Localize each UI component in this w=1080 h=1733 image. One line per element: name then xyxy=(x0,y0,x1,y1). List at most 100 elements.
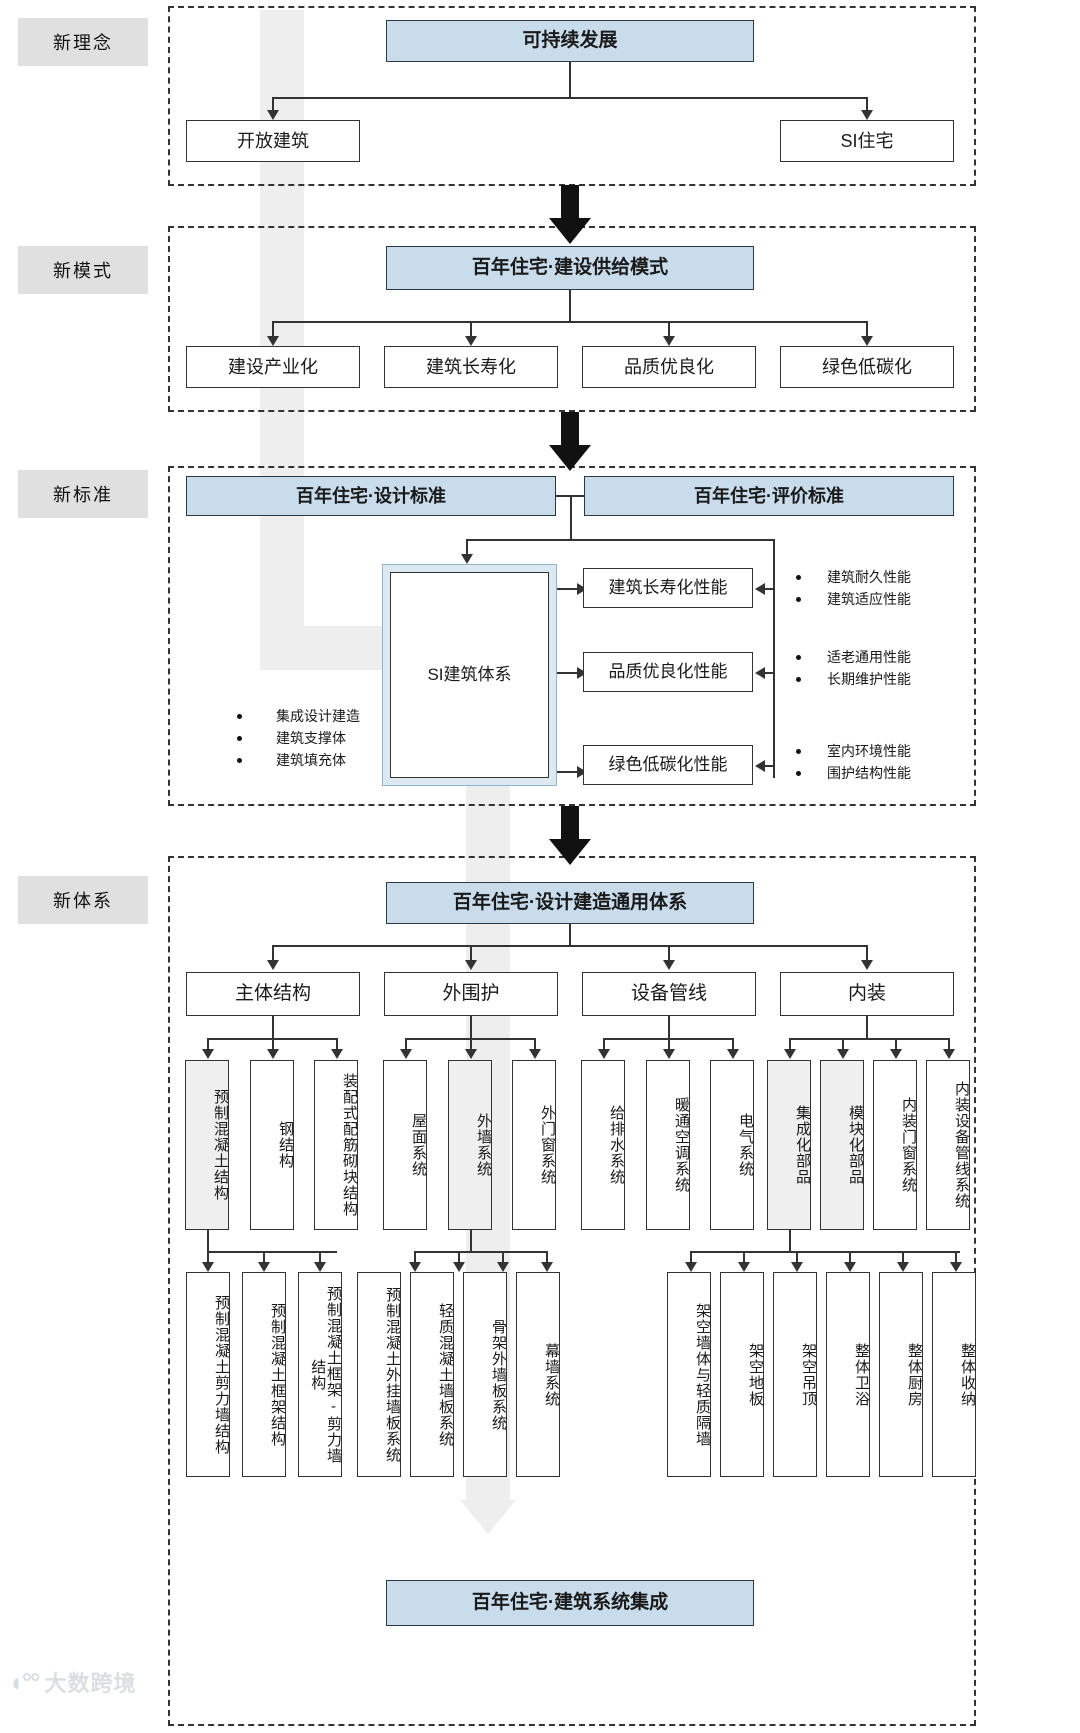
connector-si-to-p2 xyxy=(557,672,579,674)
connector-g4-d1 xyxy=(789,1038,791,1052)
node-hvac-system[interactable]: 暖通空调系统 xyxy=(646,1060,690,1230)
node-exterior-wall-system[interactable]: 外墙系统 xyxy=(448,1060,492,1230)
node-steel-structure[interactable]: 钢结构 xyxy=(250,1060,294,1230)
stage-label-1-text: 新理念 xyxy=(53,33,113,53)
connector-l3-g2-d3 xyxy=(502,1251,504,1265)
node-precast-reinforced-block-structure[interactable]: 装配式配筋砌块结构 xyxy=(314,1060,358,1230)
node-label: 整体收纳 xyxy=(959,1342,976,1407)
node-green-low-carbon[interactable]: 绿色低碳化 xyxy=(780,346,954,388)
node-roof-system[interactable]: 屋面系统 xyxy=(383,1060,427,1230)
node-interior-door-window-system[interactable]: 内装门窗系统 xyxy=(873,1060,917,1230)
node-electrical-system[interactable]: 电气系统 xyxy=(710,1060,754,1230)
connector-l3-g4-bus xyxy=(690,1251,960,1253)
arrowhead-g2-2 xyxy=(465,1049,477,1059)
connector-l3-g1-d2 xyxy=(263,1251,265,1265)
node-precast-frame-shear-wall-structure[interactable]: 预制混凝土框架-剪力墙结构 xyxy=(298,1272,342,1477)
node-si-building-system-inner: SI建筑体系 xyxy=(390,572,549,778)
node-integrated-bathroom[interactable]: 整体卫浴 xyxy=(826,1272,870,1477)
node-precast-concrete-structure[interactable]: 预制混凝土结构 xyxy=(185,1060,229,1230)
node-group-interior[interactable]: 内装 xyxy=(780,972,954,1016)
node-general-design-build-system[interactable]: 百年住宅·设计建造通用体系 xyxy=(386,882,754,924)
node-sustainable-development[interactable]: 可持续发展 xyxy=(386,20,754,62)
arrowhead-l3-g1-2 xyxy=(258,1262,270,1272)
node-label: 百年住宅·建设供给模式 xyxy=(471,257,669,279)
node-evaluation-standard[interactable]: 百年住宅·评价标准 xyxy=(584,476,954,516)
node-interior-mep-system[interactable]: 内装设备管线系统 xyxy=(926,1060,970,1230)
node-label: 内装设备管线系统 xyxy=(953,1081,970,1209)
node-integrated-components[interactable]: 集成化部品 xyxy=(767,1060,811,1230)
connector-g3-d1 xyxy=(603,1038,605,1052)
node-precast-concrete-cladding-panel-system[interactable]: 预制混凝土外挂墙板系统 xyxy=(357,1272,401,1477)
connector-g4-d2 xyxy=(842,1038,844,1052)
node-century-home-supply-model[interactable]: 百年住宅·建设供给模式 xyxy=(386,246,754,290)
node-building-longevity[interactable]: 建筑长寿化 xyxy=(384,346,558,388)
node-label: 百年住宅·设计标准 xyxy=(296,485,446,506)
connector-l3-g4-d1 xyxy=(690,1251,692,1265)
connector-l3-g4-trunk xyxy=(789,1230,791,1252)
node-label: 集成化部品 xyxy=(794,1105,811,1185)
connector-g3-trunk xyxy=(668,1016,670,1039)
node-label: 外门窗系统 xyxy=(539,1105,556,1185)
arrowhead-g1-3 xyxy=(331,1049,343,1059)
connector-s2-drop-4 xyxy=(866,321,868,340)
node-perf-green[interactable]: 绿色低碳化性能 xyxy=(583,745,753,785)
node-building-system-integration[interactable]: 百年住宅·建筑系统集成 xyxy=(386,1580,754,1626)
connector-si-to-p1 xyxy=(557,588,579,590)
connector-rail-to-p1 xyxy=(765,588,775,590)
node-si-building-system[interactable]: SI建筑体系 xyxy=(382,564,557,786)
ghost-flow-arrowhead xyxy=(460,1500,516,1534)
bullets-perf-green: 室内环境性能 围护结构性能 xyxy=(796,740,911,784)
arrowhead-s1-right xyxy=(861,110,873,120)
node-open-building[interactable]: 开放建筑 xyxy=(186,120,360,162)
node-label: 骨架外墙板系统 xyxy=(490,1318,507,1431)
node-group-envelope[interactable]: 外围护 xyxy=(384,972,558,1016)
node-frame-exterior-wall-panel-system[interactable]: 骨架外墙板系统 xyxy=(463,1272,507,1477)
connector-l3-g4-d2 xyxy=(743,1251,745,1265)
connector-s2-bus xyxy=(272,321,866,323)
connector-l3-g4-d4 xyxy=(849,1251,851,1265)
connector-g1-trunk xyxy=(272,1016,274,1039)
node-group-mep[interactable]: 设备管线 xyxy=(582,972,756,1016)
connector-s1-right-drop xyxy=(866,97,868,114)
node-perf-longevity[interactable]: 建筑长寿化性能 xyxy=(583,568,753,608)
connector-l3-g4-d5 xyxy=(902,1251,904,1265)
node-perf-quality[interactable]: 品质优良化性能 xyxy=(583,652,753,692)
node-design-standard[interactable]: 百年住宅·设计标准 xyxy=(186,476,556,516)
arrowhead-rail-p1 xyxy=(755,583,765,595)
node-label: 品质优良化性能 xyxy=(608,662,728,682)
node-quality-excellence[interactable]: 品质优良化 xyxy=(582,346,756,388)
connector-l3-g2-d4 xyxy=(546,1251,548,1265)
node-si-housing[interactable]: SI住宅 xyxy=(780,120,954,162)
connector-s2-drop-1 xyxy=(272,321,274,340)
bullet-item: 建筑耐久性能 xyxy=(796,566,911,588)
node-suspended-ceiling[interactable]: 架空吊顶 xyxy=(773,1272,817,1477)
node-raised-wall-lightweight-partition[interactable]: 架空墙体与轻质隔墙 xyxy=(667,1272,711,1477)
bullet-item: 建筑填充体 xyxy=(237,749,360,771)
node-integrated-kitchen[interactable]: 整体厨房 xyxy=(879,1272,923,1477)
node-group-main-structure[interactable]: 主体结构 xyxy=(186,972,360,1016)
node-label: 给排水系统 xyxy=(608,1105,625,1185)
connector-l3-g1-bus xyxy=(207,1251,337,1253)
stage-label-2: 新模式 xyxy=(18,246,148,294)
node-water-supply-drainage-system[interactable]: 给排水系统 xyxy=(581,1060,625,1230)
node-precast-frame-structure[interactable]: 预制混凝土框架结构 xyxy=(242,1272,286,1477)
bullet-dot xyxy=(237,713,242,719)
node-construction-industrialization[interactable]: 建设产业化 xyxy=(186,346,360,388)
connector-s3-right-rail xyxy=(773,539,775,778)
node-lightweight-concrete-wall-panel-system[interactable]: 轻质混凝土墙板系统 xyxy=(410,1272,454,1477)
node-raised-floor[interactable]: 架空地板 xyxy=(720,1272,764,1477)
arrowhead-s4-4 xyxy=(861,960,873,970)
arrowhead-l3-g2-2 xyxy=(453,1262,465,1272)
node-curtain-wall-system[interactable]: 幕墙系统 xyxy=(516,1272,560,1477)
node-label: 绿色低碳化 xyxy=(822,356,912,377)
node-integrated-storage[interactable]: 整体收纳 xyxy=(932,1272,976,1477)
node-label: 装配式配筋砌块结构 xyxy=(341,1073,358,1217)
node-modular-components[interactable]: 模块化部品 xyxy=(820,1060,864,1230)
node-exterior-door-window-system[interactable]: 外门窗系统 xyxy=(512,1060,556,1230)
connector-g2-d2 xyxy=(470,1038,472,1052)
connector-l3-g2-d1 xyxy=(414,1251,416,1265)
connector-l3-g1-d1 xyxy=(207,1251,209,1265)
stage-arrow-3-to-4 xyxy=(549,806,591,866)
node-label: 外墙系统 xyxy=(475,1113,492,1177)
node-precast-shear-wall-structure[interactable]: 预制混凝土剪力墙结构 xyxy=(186,1272,230,1477)
